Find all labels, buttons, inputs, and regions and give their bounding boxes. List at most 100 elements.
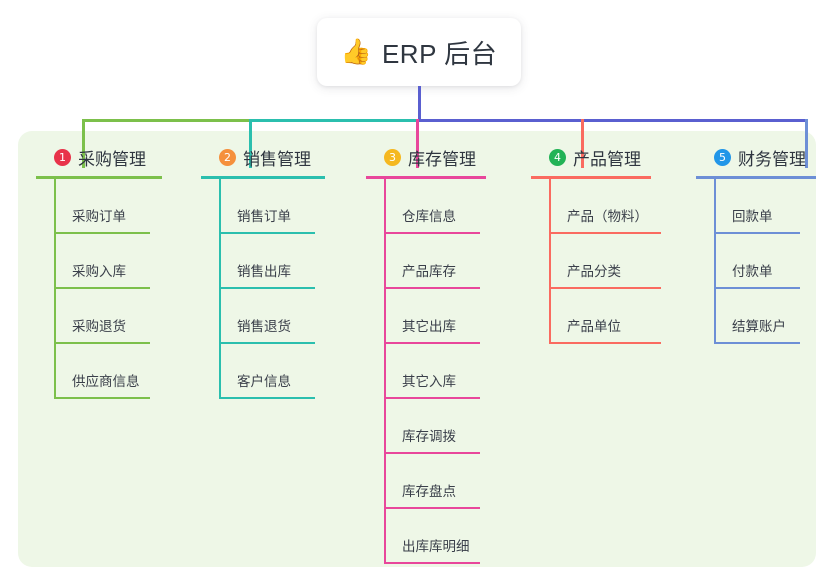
column-title: 销售管理 bbox=[243, 149, 311, 169]
list-item-label: 产品分类 bbox=[567, 264, 621, 279]
list-item-label: 采购退货 bbox=[72, 319, 126, 334]
list-item-label: 产品（物料） bbox=[567, 209, 648, 224]
bus-segment-teal bbox=[249, 119, 416, 122]
list-item-label: 供应商信息 bbox=[72, 374, 140, 389]
list-item-label: 其它入库 bbox=[402, 374, 456, 389]
column-items: 采购订单采购入库采购退货供应商信息 bbox=[36, 179, 186, 399]
list-item-label: 结算账户 bbox=[732, 319, 786, 334]
column-title: 财务管理 bbox=[738, 149, 806, 169]
list-item[interactable]: 产品库存 bbox=[366, 234, 526, 289]
column-underline bbox=[366, 176, 486, 179]
list-item-label: 其它出库 bbox=[402, 319, 456, 334]
list-item-underline bbox=[714, 342, 800, 344]
list-item[interactable]: 销售订单 bbox=[201, 179, 351, 234]
list-item[interactable]: 采购订单 bbox=[36, 179, 186, 234]
list-item[interactable]: 采购退货 bbox=[36, 289, 186, 344]
list-item-underline bbox=[219, 397, 315, 399]
column-badge-number: 5 bbox=[714, 148, 731, 166]
list-item-label: 采购订单 bbox=[72, 209, 126, 224]
drop-purchase bbox=[82, 119, 85, 168]
list-item[interactable]: 回款单 bbox=[696, 179, 826, 234]
column-spine bbox=[714, 179, 716, 344]
list-item-underline bbox=[384, 232, 480, 234]
list-item[interactable]: 仓库信息 bbox=[366, 179, 526, 234]
column-title: 库存管理 bbox=[408, 149, 476, 169]
list-item-label: 出库库明细 bbox=[402, 539, 470, 554]
column-header-财务管理[interactable]: 5 财务管理 bbox=[696, 145, 826, 169]
thumbs-up-icon: 👍 bbox=[340, 37, 372, 66]
list-item-underline bbox=[714, 232, 800, 234]
list-item[interactable]: 付款单 bbox=[696, 234, 826, 289]
column-badge-number: 1 bbox=[54, 148, 71, 166]
column-underline bbox=[201, 176, 325, 179]
column-spine bbox=[549, 179, 551, 344]
list-item[interactable]: 库存调拨 bbox=[366, 399, 526, 454]
list-item[interactable]: 库存盘点 bbox=[366, 454, 526, 509]
list-item[interactable]: 结算账户 bbox=[696, 289, 826, 344]
list-item-underline bbox=[219, 342, 315, 344]
drop-sales bbox=[249, 119, 252, 168]
list-item-underline bbox=[384, 507, 480, 509]
drop-inventory bbox=[416, 119, 419, 168]
list-item-label: 库存盘点 bbox=[402, 484, 456, 499]
list-item-label: 客户信息 bbox=[237, 374, 291, 389]
list-item[interactable]: 产品（物料） bbox=[531, 179, 696, 234]
bus-segment-indigo bbox=[416, 119, 806, 122]
list-item-underline bbox=[384, 287, 480, 289]
column-underline bbox=[36, 176, 162, 179]
column-items: 回款单付款单结算账户 bbox=[696, 179, 826, 344]
list-item-label: 付款单 bbox=[732, 264, 773, 279]
root-stem bbox=[418, 86, 421, 121]
list-item-label: 销售出库 bbox=[237, 264, 291, 279]
root-title: ERP 后台 bbox=[381, 38, 498, 69]
list-item-label: 库存调拨 bbox=[402, 429, 456, 444]
list-item-label: 产品单位 bbox=[567, 319, 621, 334]
column-销售管理: 2 销售管理销售订单销售出库销售退货客户信息 bbox=[201, 145, 351, 399]
column-underline bbox=[696, 176, 816, 179]
root-node[interactable]: 👍 ERP 后台 bbox=[317, 18, 521, 86]
list-item[interactable]: 客户信息 bbox=[201, 344, 351, 399]
drop-finance bbox=[805, 119, 808, 168]
column-items: 产品（物料） 产品分类产品单位 bbox=[531, 179, 696, 344]
column-spine bbox=[54, 179, 56, 399]
list-item[interactable]: 销售退货 bbox=[201, 289, 351, 344]
list-item-underline bbox=[549, 287, 661, 289]
list-item-label: 销售退货 bbox=[237, 319, 291, 334]
list-item[interactable]: 销售出库 bbox=[201, 234, 351, 289]
drop-product bbox=[581, 119, 584, 168]
bus-segment-green bbox=[82, 119, 249, 122]
list-item[interactable]: 其它出库 bbox=[366, 289, 526, 344]
list-item-label: 回款单 bbox=[732, 209, 773, 224]
column-badge-number: 2 bbox=[219, 148, 236, 166]
list-item-underline bbox=[384, 562, 480, 564]
list-item-label: 采购入库 bbox=[72, 264, 126, 279]
list-item[interactable]: 采购入库 bbox=[36, 234, 186, 289]
column-财务管理: 5 财务管理回款单付款单结算账户 bbox=[696, 145, 826, 344]
column-spine bbox=[384, 179, 386, 564]
list-item[interactable]: 其它入库 bbox=[366, 344, 526, 399]
list-item-underline bbox=[384, 397, 480, 399]
column-items: 仓库信息产品库存其它出库其它入库库存调拨库存盘点出库库明细 bbox=[366, 179, 526, 564]
column-items: 销售订单销售出库销售退货客户信息 bbox=[201, 179, 351, 399]
list-item-underline bbox=[219, 232, 315, 234]
list-item[interactable]: 产品单位 bbox=[531, 289, 696, 344]
list-item-underline bbox=[714, 287, 800, 289]
list-item[interactable]: 出库库明细 bbox=[366, 509, 526, 564]
list-item[interactable]: 产品分类 bbox=[531, 234, 696, 289]
list-item-label: 产品库存 bbox=[402, 264, 456, 279]
list-item-underline bbox=[384, 342, 480, 344]
list-item-underline bbox=[384, 452, 480, 454]
list-item-underline bbox=[54, 287, 150, 289]
list-item-underline bbox=[54, 232, 150, 234]
list-item-underline bbox=[219, 287, 315, 289]
list-item[interactable]: 供应商信息 bbox=[36, 344, 186, 399]
list-item-label: 销售订单 bbox=[237, 209, 291, 224]
diagram-panel bbox=[18, 131, 816, 567]
list-item-underline bbox=[549, 232, 661, 234]
column-header-销售管理[interactable]: 2 销售管理 bbox=[201, 145, 351, 169]
column-spine bbox=[219, 179, 221, 399]
column-underline bbox=[531, 176, 651, 179]
